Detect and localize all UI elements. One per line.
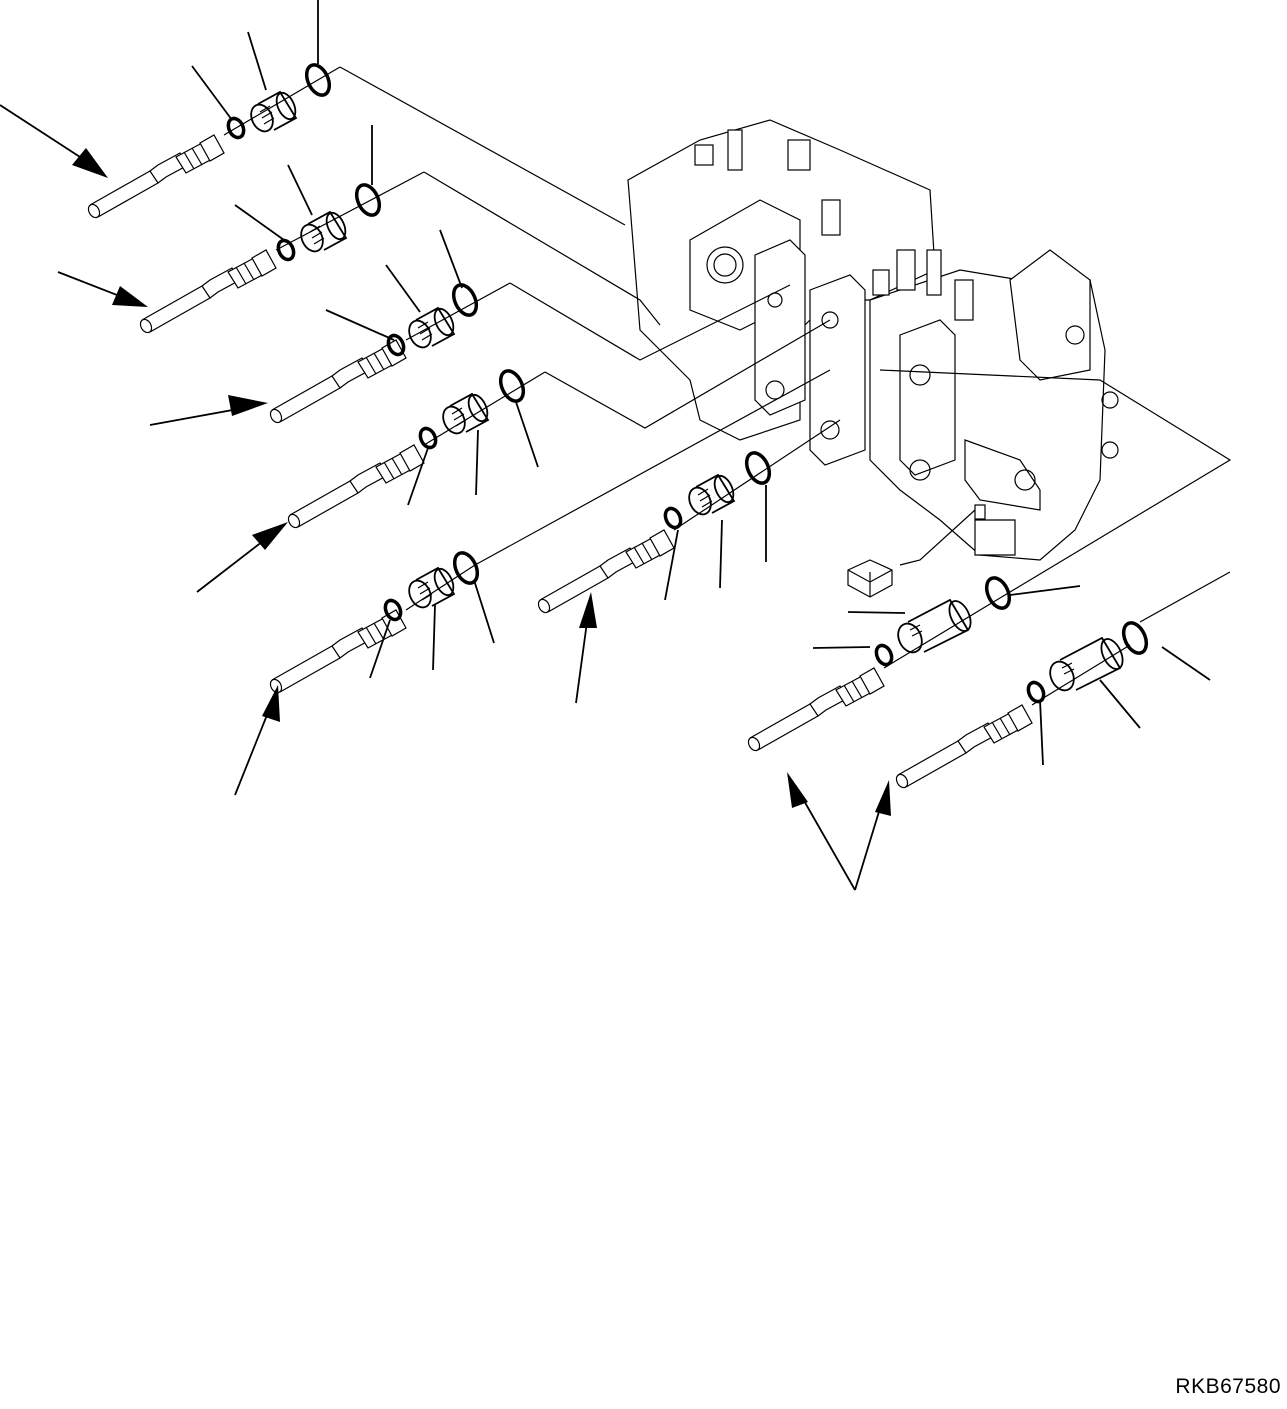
valve-caps [694, 129, 974, 321]
fitting-assembly-4 [196, 319, 831, 593]
fitting-assembly-7 [745, 369, 1232, 754]
fitting-assembly-5 [234, 369, 831, 796]
control-valve-block [627, 119, 1119, 598]
fitting-assembly-3 [149, 229, 791, 426]
fitting-assembly-1 [0, 0, 626, 226]
fitting-assembly-8 [893, 571, 1231, 791]
shared-callout-arrow [787, 772, 891, 891]
fitting-assembly-2 [57, 125, 661, 336]
figure-id-label: RKB67580 [1175, 1375, 1281, 1398]
fitting-assembly-6 [535, 419, 841, 704]
